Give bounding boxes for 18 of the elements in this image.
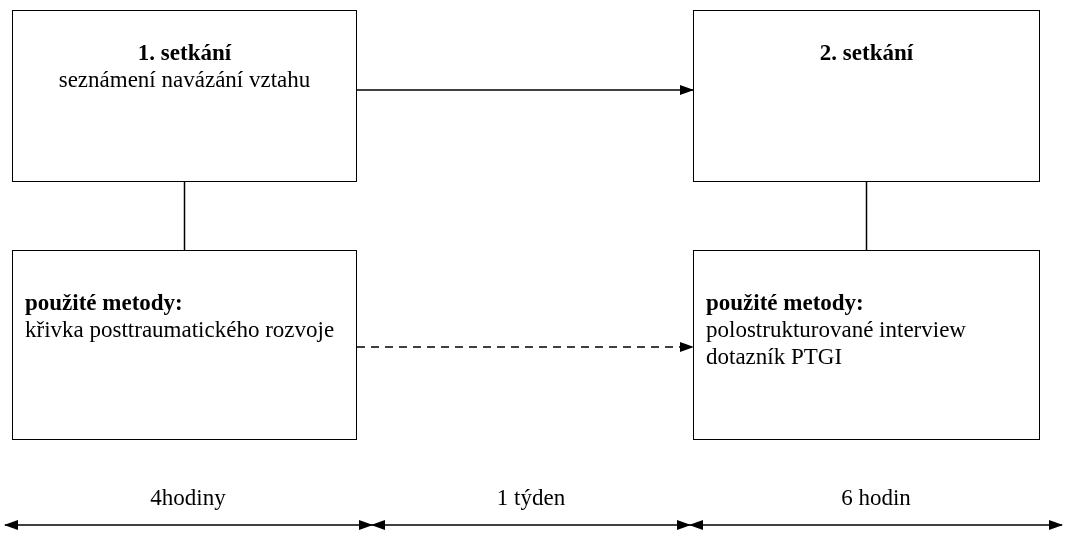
box-heading: použité metody: xyxy=(706,289,865,316)
box-text: křivka posttraumatického rozvoje xyxy=(25,316,336,343)
process-box xyxy=(693,10,1040,182)
arrow xyxy=(356,342,694,352)
connector-line xyxy=(865,181,868,251)
duration-label: 1 týden xyxy=(496,485,566,510)
duration-label: 4hodiny xyxy=(150,485,226,510)
process-box xyxy=(693,250,1040,440)
box-heading: 2. setkání xyxy=(818,39,915,66)
box-text: polostrukturované interview dotazník PTGI xyxy=(706,316,967,370)
duration-label: 6 hodin xyxy=(841,485,911,510)
box-heading: použité metody: xyxy=(25,289,184,316)
process-box xyxy=(12,250,357,440)
arrow xyxy=(356,85,694,95)
connector-line xyxy=(183,181,186,251)
box-text: seznámení navázání vztahu xyxy=(57,66,312,93)
process-box xyxy=(12,10,357,182)
box-heading: 1. setkání xyxy=(136,39,233,66)
